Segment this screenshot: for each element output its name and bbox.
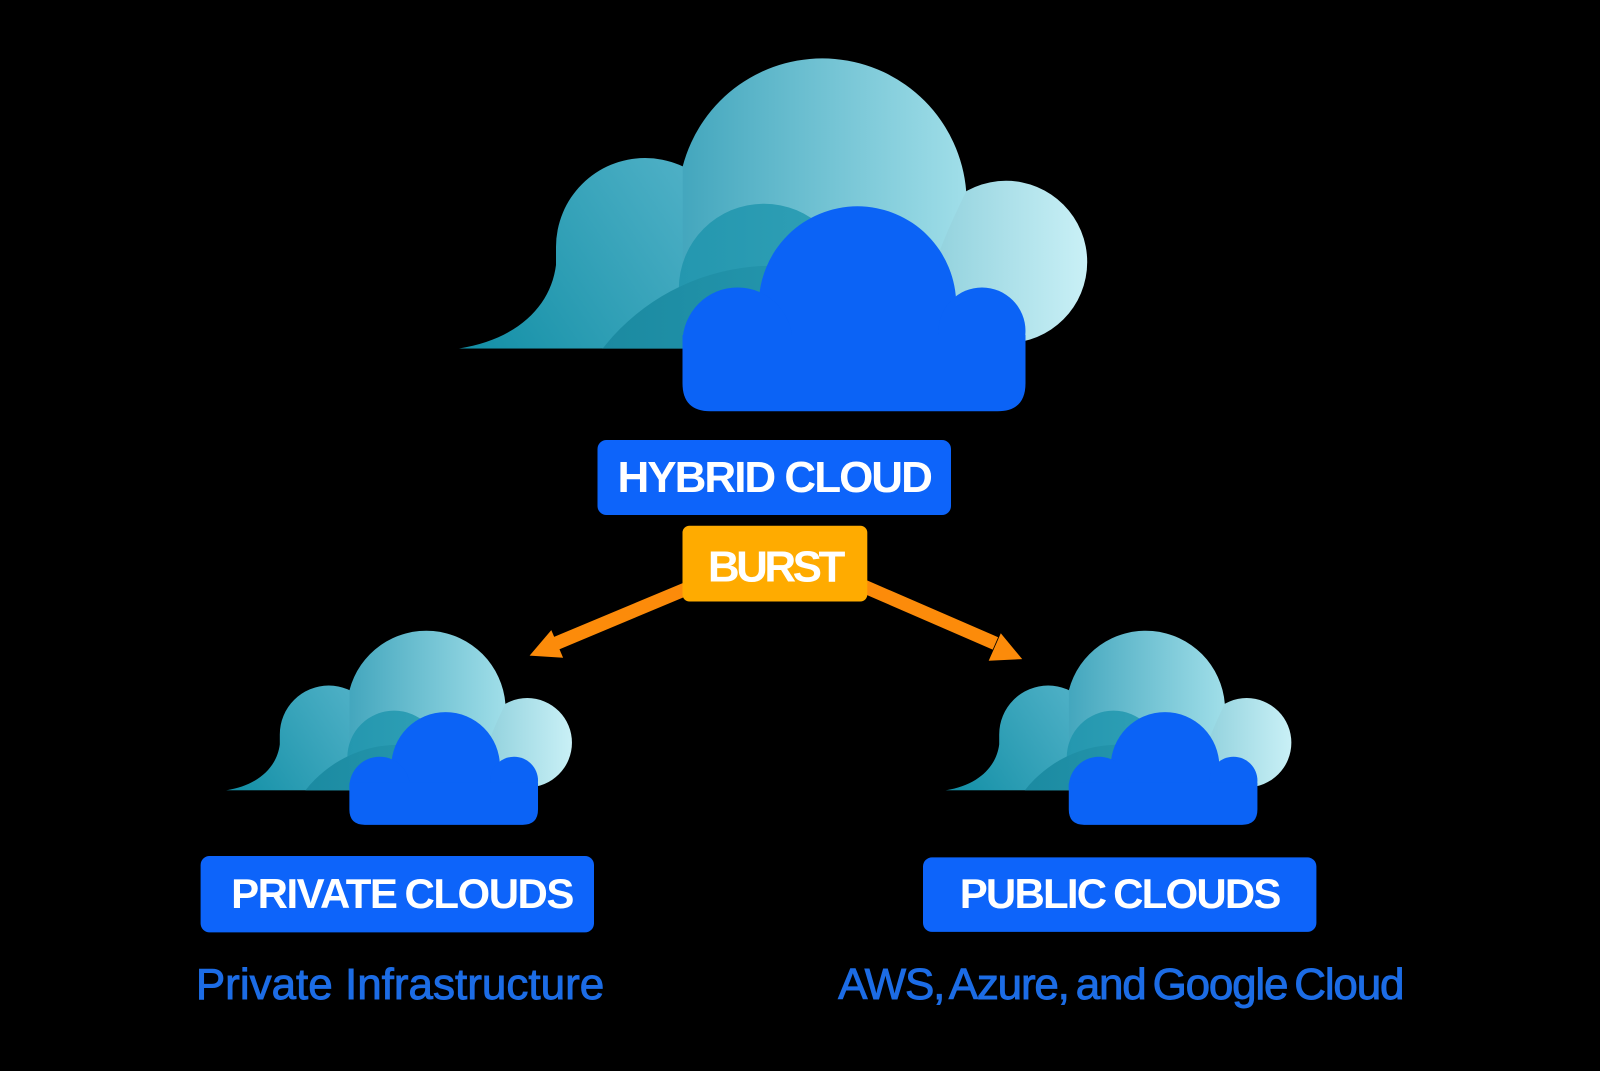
svg-text:PRIVATE CLOUDS: PRIVATE CLOUDS [231,870,573,917]
svg-text:Private Infrastructure: Private Infrastructure [196,960,604,1009]
svg-text:AWS, Azure, and Google Cloud: AWS, Azure, and Google Cloud [838,960,1403,1009]
svg-text:PUBLIC CLOUDS: PUBLIC CLOUDS [960,870,1281,917]
svg-text:BURST: BURST [708,543,846,592]
svg-text:HYBRID CLOUD: HYBRID CLOUD [618,453,932,502]
